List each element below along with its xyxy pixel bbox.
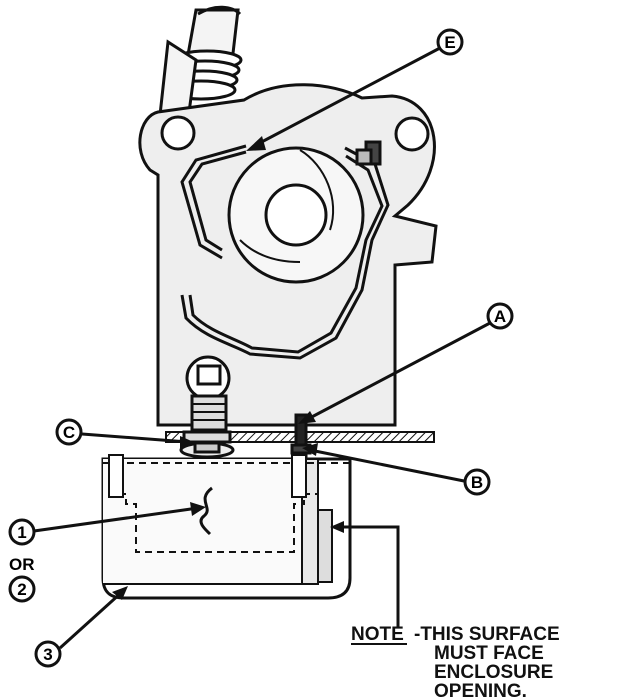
spring-cable bbox=[158, 5, 243, 122]
switch-enclosure bbox=[101, 457, 352, 600]
callout-or: OR bbox=[9, 555, 35, 574]
bracket-screw bbox=[355, 140, 382, 166]
svg-text:E: E bbox=[444, 33, 455, 52]
spring-clip bbox=[180, 144, 390, 360]
roller-assembly bbox=[185, 355, 231, 432]
note-line-3: ENCLOSURE bbox=[434, 662, 553, 683]
callout-2: 2 bbox=[8, 575, 36, 603]
note-line-4: OPENING. bbox=[434, 681, 527, 700]
note-line-2: MUST FACE bbox=[434, 643, 544, 664]
callout-1: 1 bbox=[8, 518, 36, 546]
central-wheel bbox=[227, 146, 365, 284]
callout-b: B bbox=[463, 468, 491, 496]
note-label: NOTE bbox=[351, 624, 404, 645]
svg-text:3: 3 bbox=[43, 645, 52, 664]
svg-text:A: A bbox=[494, 307, 506, 326]
note-line-1: -THIS SURFACE bbox=[414, 624, 560, 645]
callout-e: E bbox=[436, 28, 464, 56]
svg-text:C: C bbox=[63, 423, 75, 442]
right-mount-hole bbox=[394, 116, 430, 152]
mounting-posts bbox=[108, 454, 307, 498]
svg-text:B: B bbox=[471, 473, 483, 492]
callout-a: A bbox=[486, 302, 514, 330]
callout-3: 3 bbox=[34, 640, 62, 668]
arrow-heads bbox=[112, 136, 344, 600]
svg-text:1: 1 bbox=[17, 523, 26, 542]
callout-c: C bbox=[55, 418, 83, 446]
note-block: NOTE -THIS SURFACE MUST FACE ENCLOSURE O… bbox=[351, 624, 560, 700]
svg-text:2: 2 bbox=[17, 580, 26, 599]
nut-c bbox=[179, 430, 235, 459]
left-mount-hole bbox=[160, 115, 196, 151]
leader-lines bbox=[33, 46, 491, 650]
switch-squiggle bbox=[199, 486, 213, 536]
